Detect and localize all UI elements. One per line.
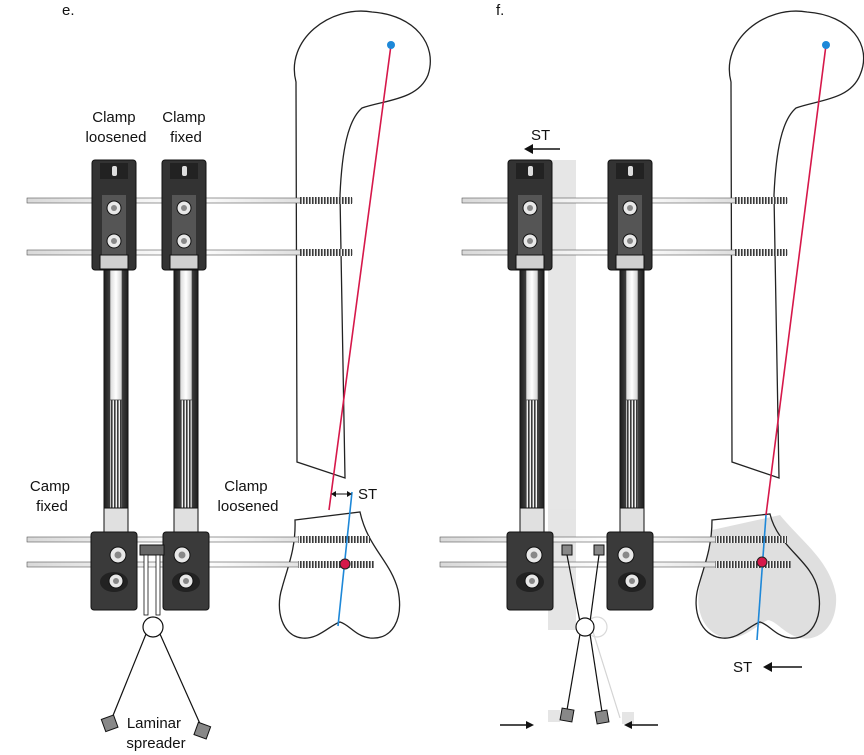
mechanical-axis-line xyxy=(328,44,392,511)
fixator-column-left xyxy=(90,159,138,611)
shift-double-arrow xyxy=(331,491,352,497)
femur-distal-outline-f xyxy=(695,513,820,639)
hip-center-dot-f xyxy=(822,41,830,49)
shift-label-f-top: ST xyxy=(531,127,550,144)
label-clamp-loosened-bottom: Clamp loosened xyxy=(218,478,279,515)
femur-distal-outline xyxy=(278,511,401,639)
distal-axis-line-f xyxy=(756,514,767,641)
knee-center-dot xyxy=(339,558,351,570)
pin-4-thread xyxy=(298,561,374,568)
panel-f: f. xyxy=(439,2,864,729)
pin-f-2-thread xyxy=(735,249,787,256)
label-clamp-fixed-top: Clamp fixed xyxy=(162,109,210,146)
arrow-push-left xyxy=(624,721,658,729)
femur-proximal-outline-f xyxy=(728,10,864,479)
shift-label-f-bottom: ST xyxy=(733,659,752,676)
laminar-spreader xyxy=(100,544,212,740)
hip-center-dot xyxy=(387,41,395,49)
arrow-push-right xyxy=(500,721,534,729)
fixator-column-right-f xyxy=(606,159,654,611)
panel-e: e. xyxy=(26,2,431,752)
label-clamp-loosened-top: Clamp loosened xyxy=(86,109,147,146)
laminar-spreader-f xyxy=(559,544,610,725)
pin-f-4-thread xyxy=(715,561,791,568)
label-camp-fixed-bottom: Camp fixed xyxy=(30,478,74,515)
pin-f-3-thread xyxy=(715,536,787,543)
shift-arrow-bottom xyxy=(763,662,802,672)
mechanical-axis-line-f xyxy=(765,44,827,516)
pin-1-thread xyxy=(300,197,352,204)
fixator-column-right xyxy=(161,159,210,611)
pin-3-thread xyxy=(298,536,370,543)
shift-label-e: ST xyxy=(358,486,377,503)
pin-f-1-thread xyxy=(735,197,787,204)
panel-e-letter: e. xyxy=(62,2,75,19)
pin-2-thread xyxy=(300,249,352,256)
shift-arrow-top xyxy=(524,144,560,154)
femur-proximal-outline xyxy=(293,10,431,479)
panel-f-letter: f. xyxy=(496,2,504,19)
fixator-column-left-f xyxy=(506,159,554,611)
label-laminar-spreader: Laminar spreader xyxy=(126,715,185,752)
knee-center-dot-f xyxy=(756,556,768,568)
